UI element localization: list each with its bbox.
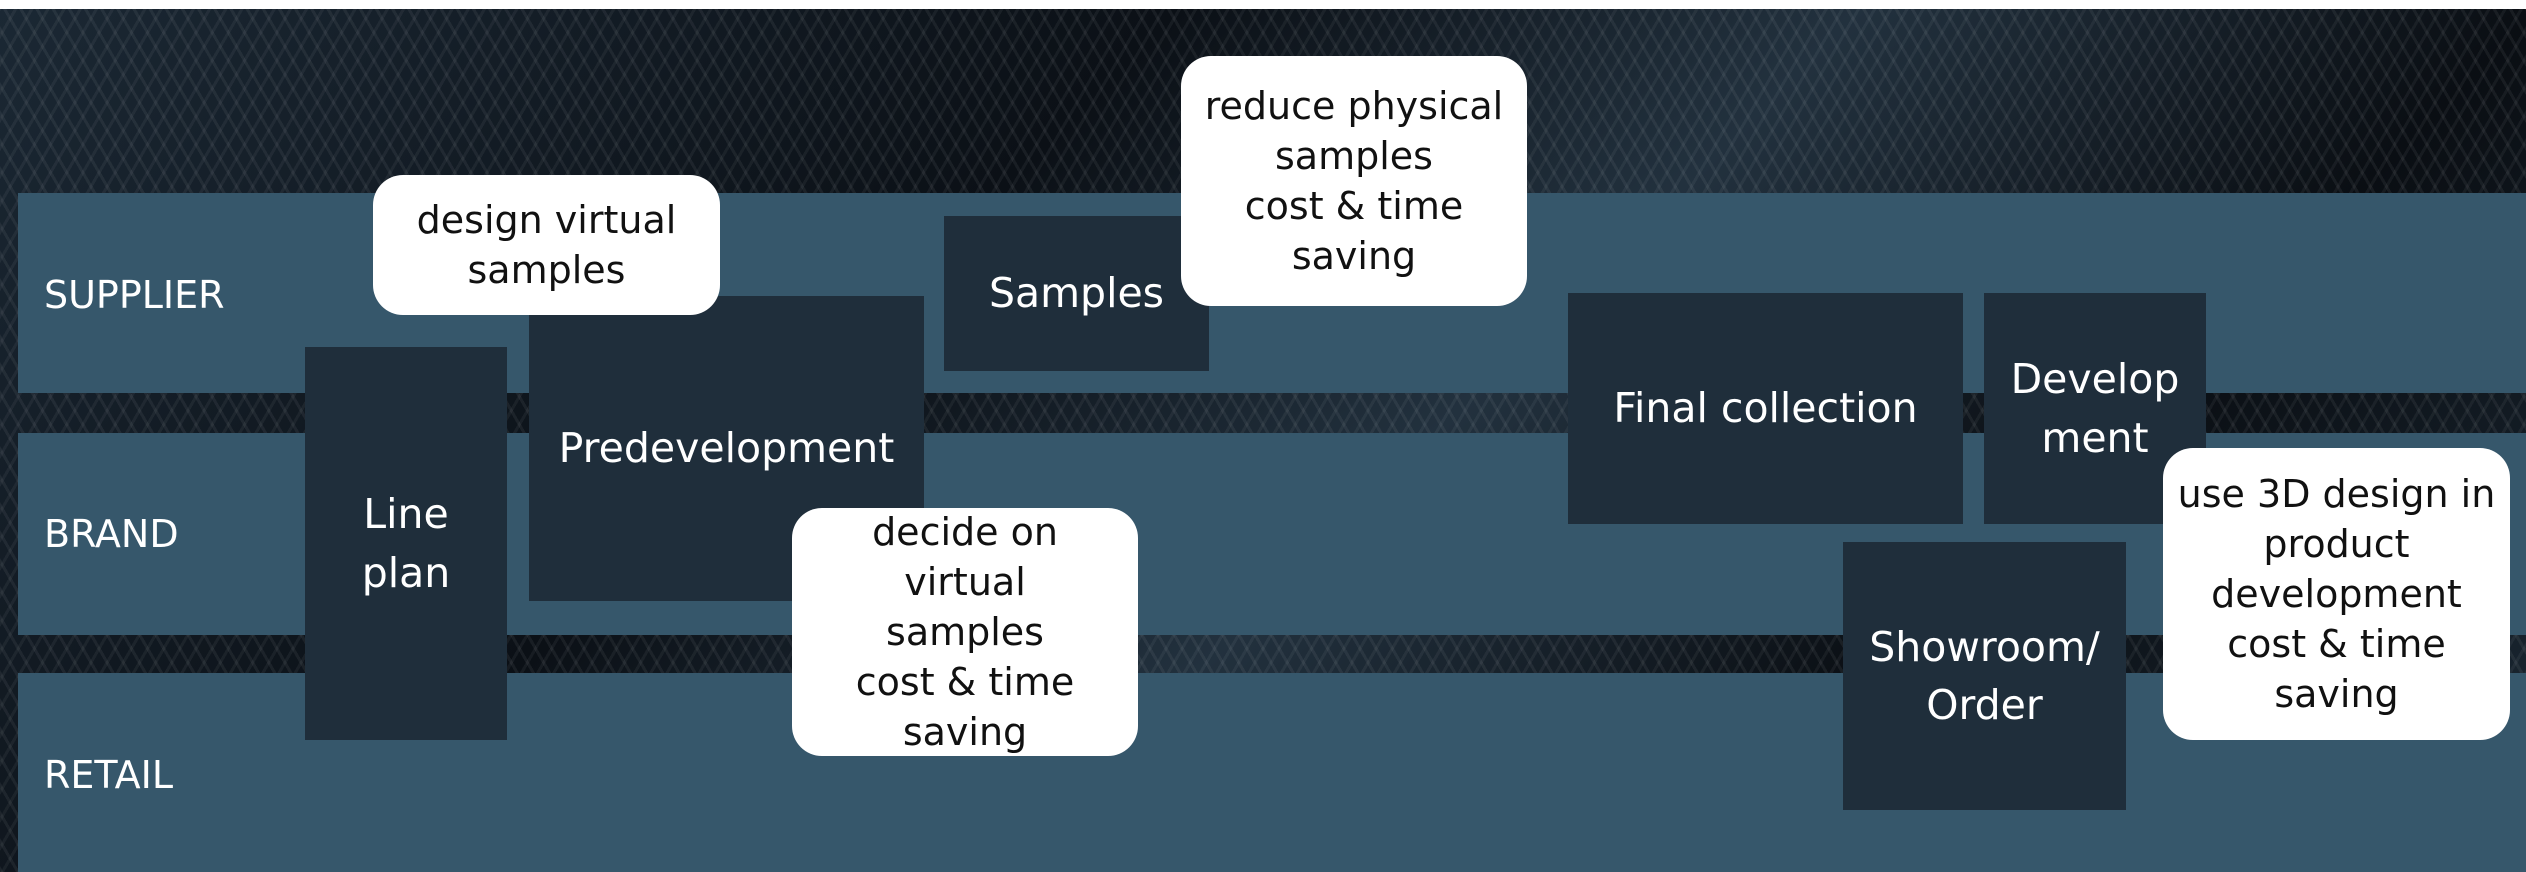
step-showroom-order: Showroom/ Order (1843, 542, 2126, 810)
callout-design-virtual-samples: design virtual samples (373, 175, 720, 315)
lane-label-retail: RETAIL (44, 753, 174, 797)
step-line-plan: Line plan (305, 347, 507, 740)
callout-reduce-physical-samples: reduce physical samples cost & time savi… (1181, 56, 1527, 306)
step-development: Develop ment (1984, 293, 2206, 524)
lane-label-brand: BRAND (44, 512, 179, 556)
top-border (0, 0, 2526, 9)
callout-decide-on-virtual-samples: decide on virtual samples cost & time sa… (792, 508, 1138, 756)
callout-use-3d-design: use 3D design in product development cos… (2163, 448, 2510, 740)
step-samples: Samples (944, 216, 1209, 371)
step-final-collection: Final collection (1568, 293, 1963, 524)
lane-label-supplier: SUPPLIER (44, 273, 225, 317)
